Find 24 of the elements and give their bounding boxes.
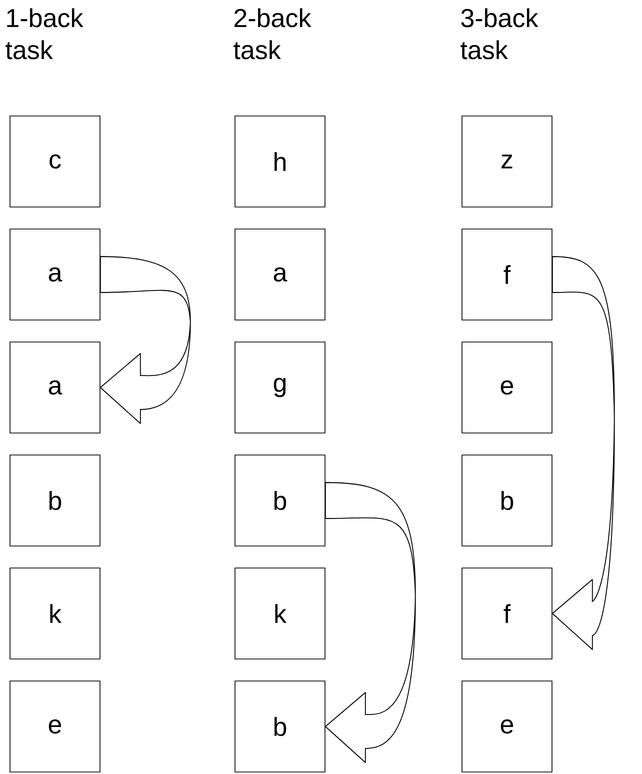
letter-box: k: [10, 568, 100, 660]
letter-box: z: [462, 116, 552, 208]
letter-box: a: [10, 228, 100, 320]
letter-box: a: [234, 228, 326, 320]
letter-box: k: [234, 568, 326, 660]
curved-arrow: [100, 256, 191, 424]
letter-box: b: [234, 680, 326, 772]
letter-box: f: [462, 228, 552, 320]
letter-box: e: [10, 680, 100, 772]
letter-box: e: [462, 342, 552, 434]
curved-arrow: [552, 256, 615, 650]
letter-box: a: [10, 342, 100, 434]
column-heading: 2-back task: [234, 8, 312, 60]
letter-box: c: [10, 116, 100, 208]
letter-box: b: [462, 454, 552, 546]
letter-box: h: [234, 116, 326, 208]
letter-box: e: [462, 680, 552, 772]
letter-box: f: [462, 568, 552, 660]
curved-arrow: [324, 482, 416, 763]
letter-box: b: [10, 454, 100, 546]
letter-box: g: [234, 342, 326, 434]
column-heading: 1-back task: [6, 8, 84, 60]
column-heading: 3-back task: [460, 8, 538, 60]
letter-box: b: [234, 454, 326, 546]
